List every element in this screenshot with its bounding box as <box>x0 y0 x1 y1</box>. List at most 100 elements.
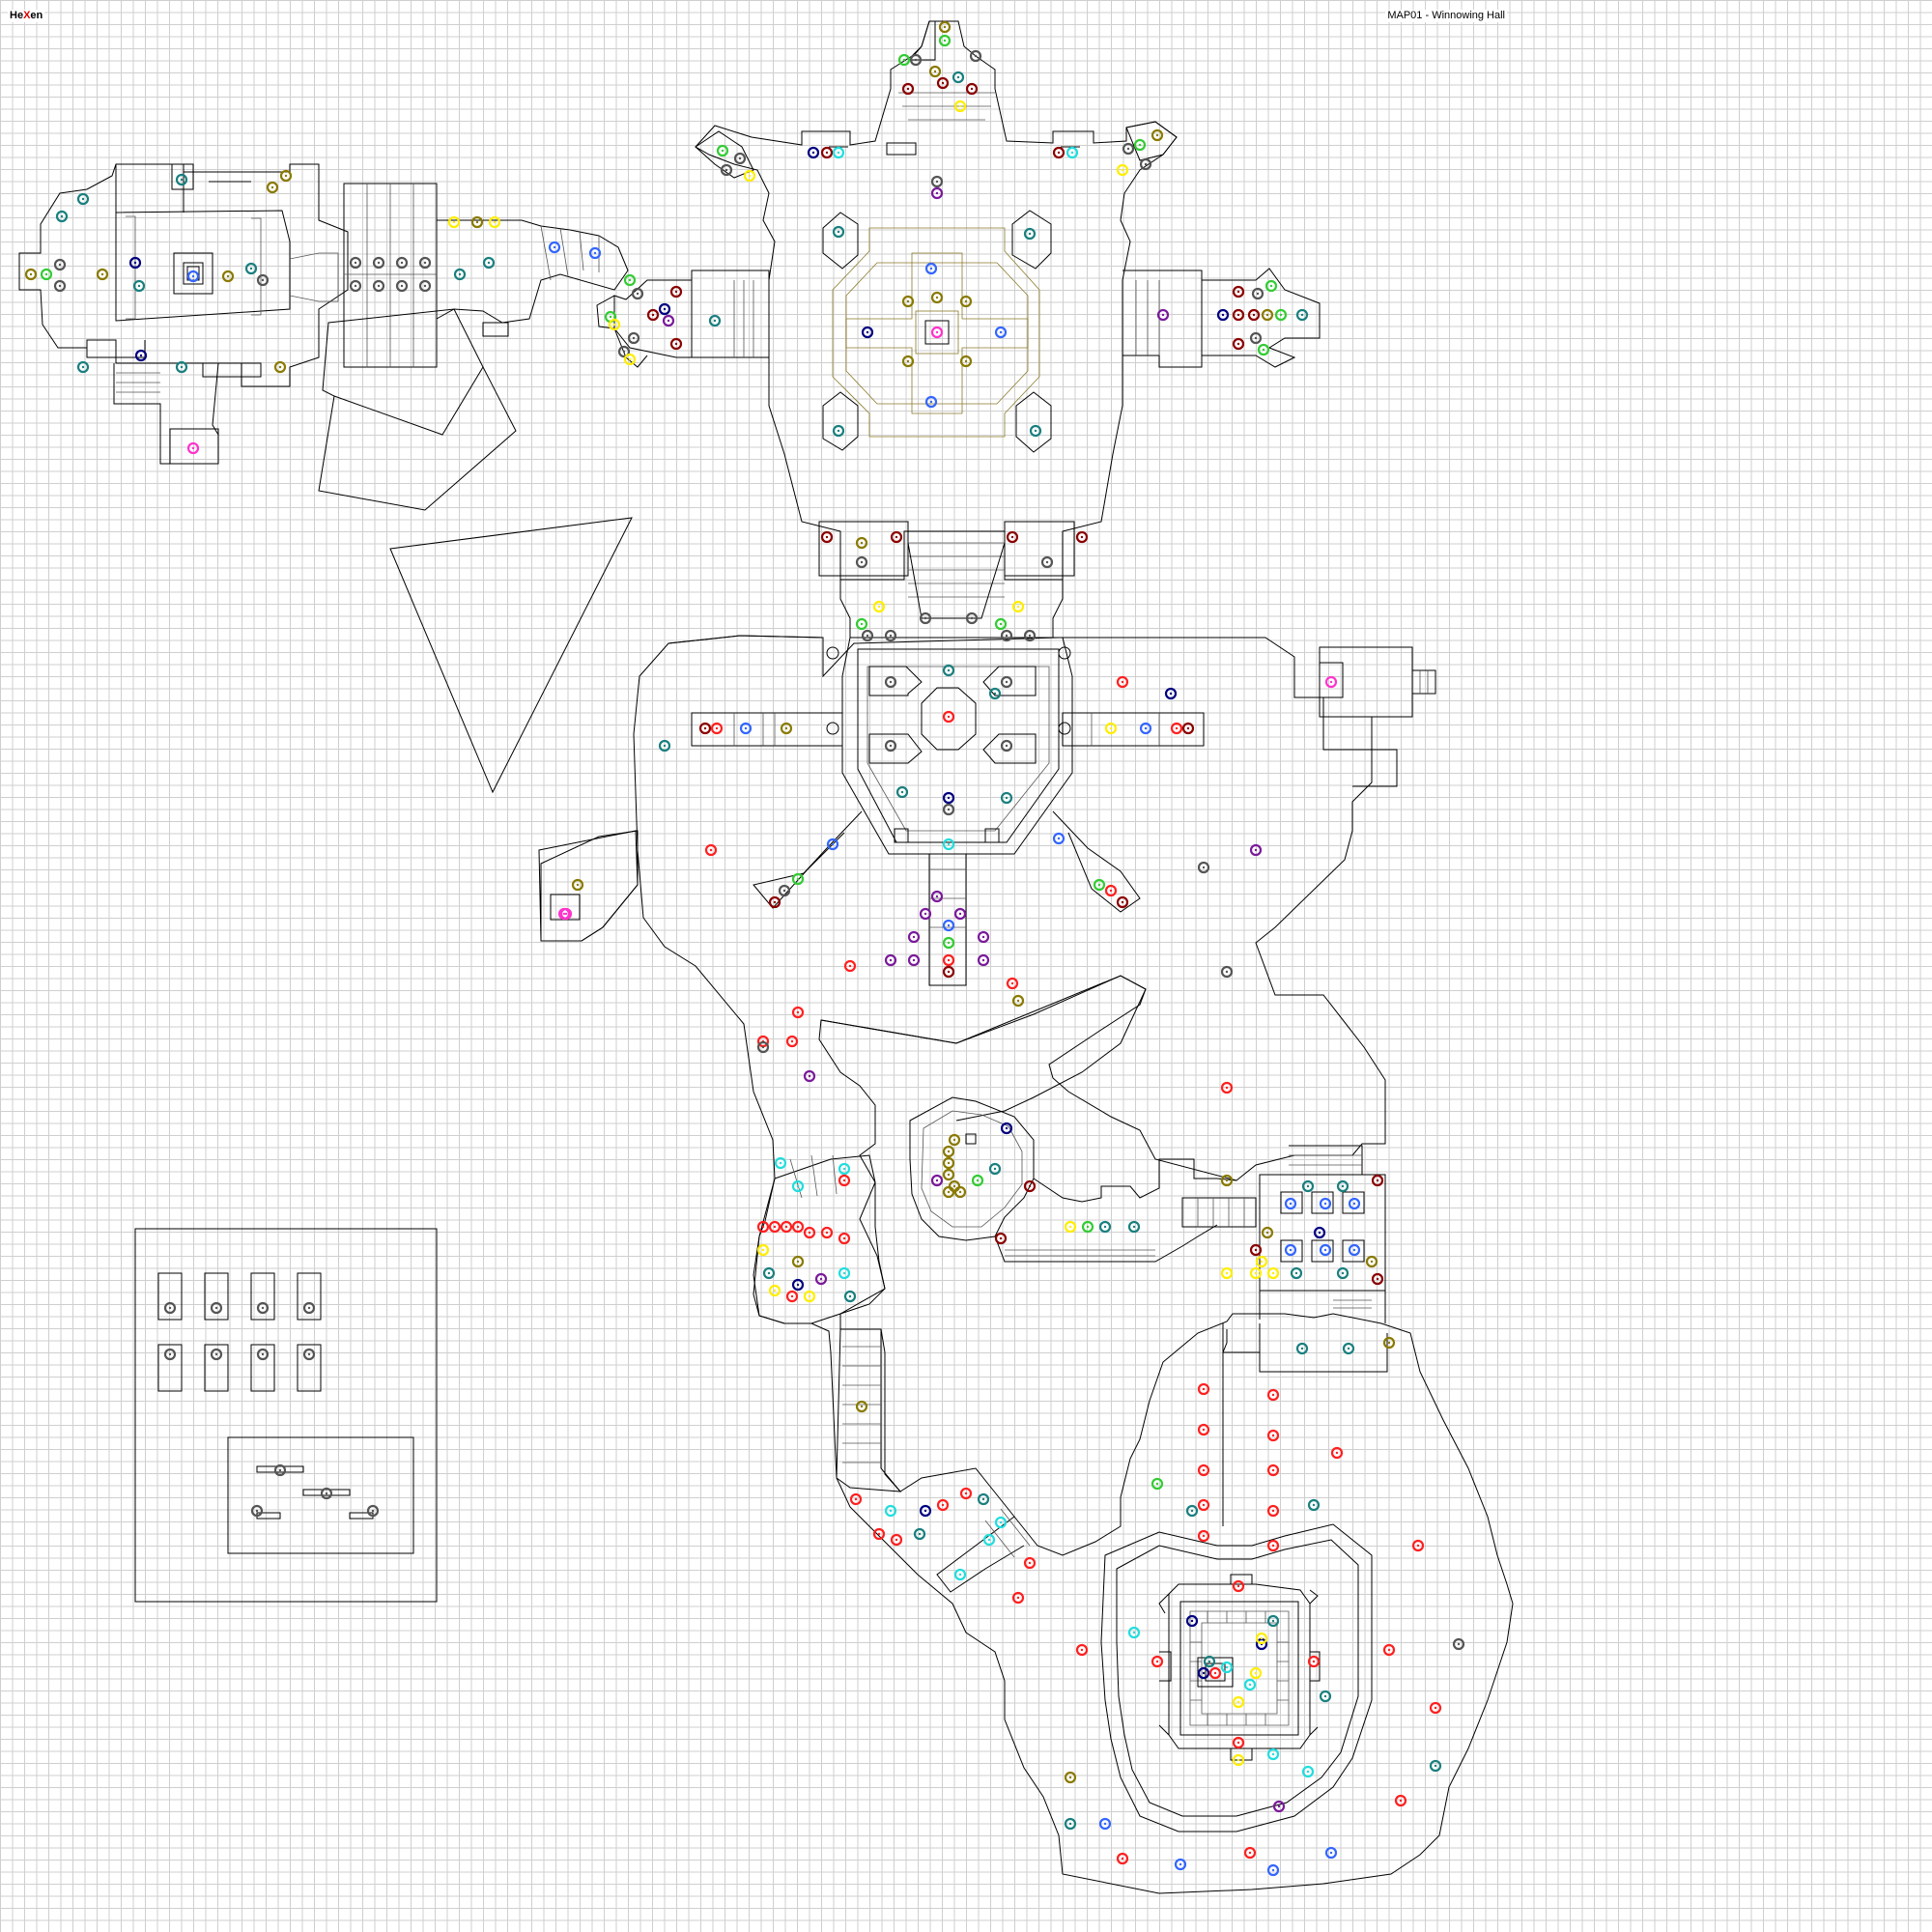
dark-red-thing-marker <box>669 337 683 351</box>
yellow-thing-marker <box>1255 1255 1268 1268</box>
olive-thing-marker <box>1261 1226 1274 1239</box>
olive-thing-marker <box>571 878 584 892</box>
olive-thing-marker <box>901 295 915 308</box>
yellow-thing-marker <box>1104 722 1118 735</box>
navy-thing-marker <box>942 791 955 805</box>
dark-red-thing-marker <box>1052 146 1065 159</box>
olive-thing-marker <box>96 268 109 281</box>
red-thing-marker <box>1116 675 1129 689</box>
gray-thing-marker <box>1023 629 1037 642</box>
purple-thing-marker <box>884 953 897 967</box>
green-thing-marker <box>1133 138 1147 152</box>
purple-thing-marker <box>977 953 990 967</box>
olive-thing-marker <box>1261 308 1274 322</box>
gray-thing-marker <box>1122 142 1135 156</box>
olive-thing-marker <box>1220 1174 1234 1187</box>
red-thing-marker <box>1394 1794 1407 1807</box>
magenta-thing-marker <box>557 907 571 921</box>
blue-thing-marker <box>1139 722 1152 735</box>
cyan-thing-marker <box>838 1162 851 1176</box>
red-thing-marker <box>849 1492 863 1506</box>
gray-thing-marker <box>250 1504 264 1518</box>
yellow-thing-marker <box>768 1284 781 1297</box>
red-thing-marker <box>838 1174 851 1187</box>
yellow-thing-marker <box>1011 600 1025 613</box>
red-thing-marker <box>890 1533 903 1547</box>
green-thing-marker <box>855 617 868 631</box>
yellow-thing-marker <box>1255 1632 1268 1645</box>
cyan-thing-marker <box>1301 1765 1315 1778</box>
yellow-thing-marker <box>1232 1695 1245 1709</box>
olive-thing-marker <box>855 536 868 550</box>
gray-thing-marker <box>631 287 644 300</box>
gray-thing-marker <box>372 256 385 270</box>
yellow-thing-marker <box>803 1290 816 1303</box>
dark-red-thing-marker <box>698 722 712 735</box>
yellow-thing-marker <box>1249 1266 1263 1280</box>
magenta-thing-marker <box>1324 675 1338 689</box>
west-stairs <box>343 183 629 368</box>
olive-thing-marker <box>470 215 484 229</box>
dark-red-thing-marker <box>1232 337 1245 351</box>
dark-red-thing-marker <box>768 895 781 909</box>
teal-thing-marker <box>1319 1690 1332 1703</box>
cyan-thing-marker <box>953 1568 967 1581</box>
purple-thing-marker <box>907 953 921 967</box>
olive-thing-marker <box>942 1185 955 1199</box>
teal-thing-marker <box>832 424 845 438</box>
dark-red-thing-marker <box>994 1232 1008 1245</box>
olive-thing-marker <box>901 355 915 368</box>
gray-thing-marker <box>210 1348 223 1361</box>
dark-red-thing-marker <box>936 76 950 90</box>
southwest-corridors <box>753 1154 1031 1593</box>
blue-thing-marker <box>994 326 1008 339</box>
olive-thing-marker <box>791 1255 805 1268</box>
gray-thing-marker <box>53 258 67 271</box>
yellow-thing-marker <box>608 318 621 331</box>
gray-thing-marker <box>256 1348 270 1361</box>
green-thing-marker <box>716 144 729 157</box>
purple-thing-marker <box>930 186 944 200</box>
olive-thing-marker <box>221 270 235 283</box>
cyan-thing-marker <box>832 146 845 159</box>
red-thing-marker <box>1307 1655 1321 1668</box>
blue-thing-marker <box>588 246 602 260</box>
red-thing-marker <box>1243 1846 1257 1860</box>
olive-thing-marker <box>273 360 287 374</box>
blue-thing-marker <box>1266 1863 1280 1877</box>
olive-thing-marker <box>1151 128 1164 142</box>
teal-thing-marker <box>244 262 258 275</box>
gray-thing-marker <box>273 1463 287 1477</box>
dark-red-thing-marker <box>1116 895 1129 909</box>
blue-thing-marker <box>826 838 839 851</box>
yellow-thing-marker <box>1266 1266 1280 1280</box>
green-thing-marker <box>791 872 805 886</box>
green-thing-marker <box>1081 1220 1094 1234</box>
gray-thing-marker <box>919 611 932 625</box>
red-thing-marker <box>872 1527 886 1541</box>
dark-red-thing-marker <box>820 146 834 159</box>
teal-thing-marker <box>1307 1498 1321 1512</box>
purple-thing-marker <box>919 907 932 921</box>
teal-thing-marker <box>942 664 955 677</box>
dark-red-thing-marker <box>1232 308 1245 322</box>
olive-thing-marker <box>942 1168 955 1181</box>
gray-thing-marker <box>366 1504 380 1518</box>
red-thing-marker <box>710 722 724 735</box>
teal-thing-marker <box>988 687 1002 700</box>
red-thing-marker <box>959 1487 973 1500</box>
red-thing-marker <box>1266 1388 1280 1402</box>
red-thing-marker <box>1208 1666 1222 1680</box>
gray-thing-marker <box>418 279 432 293</box>
dark-red-thing-marker <box>1249 1243 1263 1257</box>
teal-thing-marker <box>1295 308 1309 322</box>
blue-thing-marker <box>1052 832 1065 845</box>
teal-thing-marker <box>1342 1342 1355 1355</box>
gray-thing-marker <box>395 256 409 270</box>
game-logo: HeXen <box>8 10 45 22</box>
gray-thing-marker <box>855 555 868 569</box>
olive-thing-marker <box>942 1145 955 1158</box>
red-thing-marker <box>1170 722 1183 735</box>
green-thing-marker <box>994 617 1008 631</box>
